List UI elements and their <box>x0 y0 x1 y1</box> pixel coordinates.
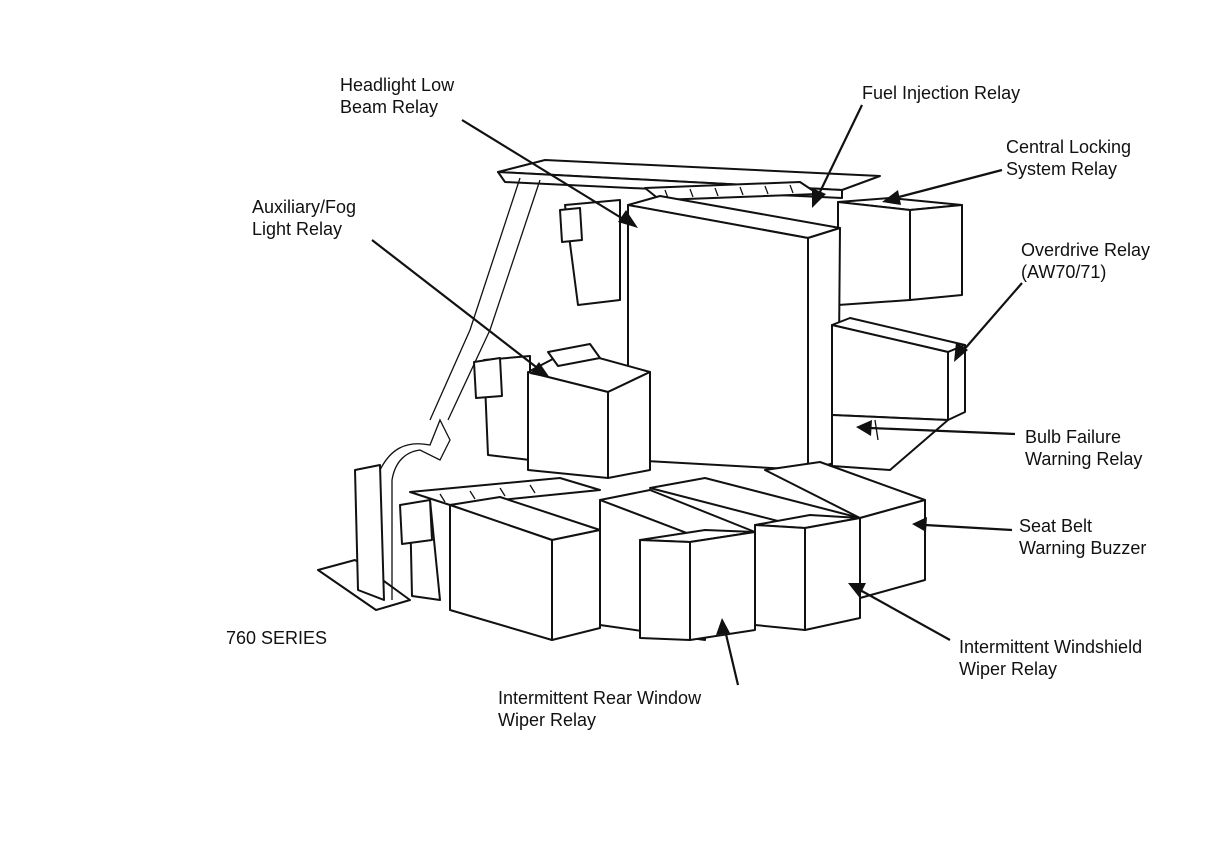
label-bulb-failure-relay: Bulb Failure Warning Relay <box>1025 427 1143 469</box>
label-headlight-low-beam-relay: Headlight Low Beam Relay <box>340 75 455 117</box>
arrow-bulb-failure <box>856 420 872 436</box>
central-locking-relay-box <box>837 197 963 306</box>
label-windshield-wiper-relay: Intermittent Windshield Wiper Relay <box>959 637 1143 679</box>
label-auxiliary-fog-relay: Auxiliary/Fog Light Relay <box>252 197 357 239</box>
leader-overdrive <box>961 282 1023 353</box>
arrow-auxiliary-fog <box>530 362 550 378</box>
windshield-wiper-relay-box <box>649 477 861 631</box>
leader-headlight <box>461 119 629 223</box>
leader-auxiliary-fog <box>371 239 541 371</box>
headlight-low-beam-relay-box <box>627 195 841 471</box>
label-central-locking-relay: Central Locking System Relay <box>1006 137 1132 179</box>
front-connector <box>399 477 601 545</box>
leader-windshield-wiper <box>859 589 951 641</box>
label-seat-belt-buzzer: Seat Belt Warning Buzzer <box>1019 516 1147 558</box>
overdrive-relay-box <box>831 317 966 421</box>
rear-window-wiper-relay-box <box>599 489 756 641</box>
arrow-rear-window-wiper <box>716 618 730 635</box>
leader-bulb-failure <box>869 426 1016 436</box>
leader-lines <box>371 104 1023 686</box>
arrow-seat-belt <box>912 517 927 532</box>
front-relay-1 <box>449 496 601 641</box>
arrow-headlight <box>618 210 638 228</box>
auxiliary-fog-relay-box <box>473 343 651 479</box>
label-rear-window-wiper-relay: Intermittent Rear Window Wiper Relay <box>498 688 702 730</box>
arrow-overdrive <box>954 342 968 362</box>
label-fuel-injection-relay: Fuel Injection Relay <box>862 83 1021 103</box>
leader-rear-window-wiper <box>723 629 740 686</box>
seat-belt-buzzer-box <box>764 461 926 599</box>
leader-fuel-injection <box>817 104 863 197</box>
arrow-central-locking <box>882 190 901 205</box>
leader-central-locking <box>894 168 1003 200</box>
label-series: 760 SERIES <box>226 628 328 648</box>
arrow-fuel-injection <box>812 188 826 208</box>
bulb-failure-relay-box <box>831 414 949 471</box>
leader-seat-belt <box>924 523 1013 532</box>
back-left-relay <box>559 199 621 306</box>
label-overdrive-relay: Overdrive Relay (AW70/71) <box>1021 240 1151 282</box>
arrow-windshield-wiper <box>848 583 866 597</box>
